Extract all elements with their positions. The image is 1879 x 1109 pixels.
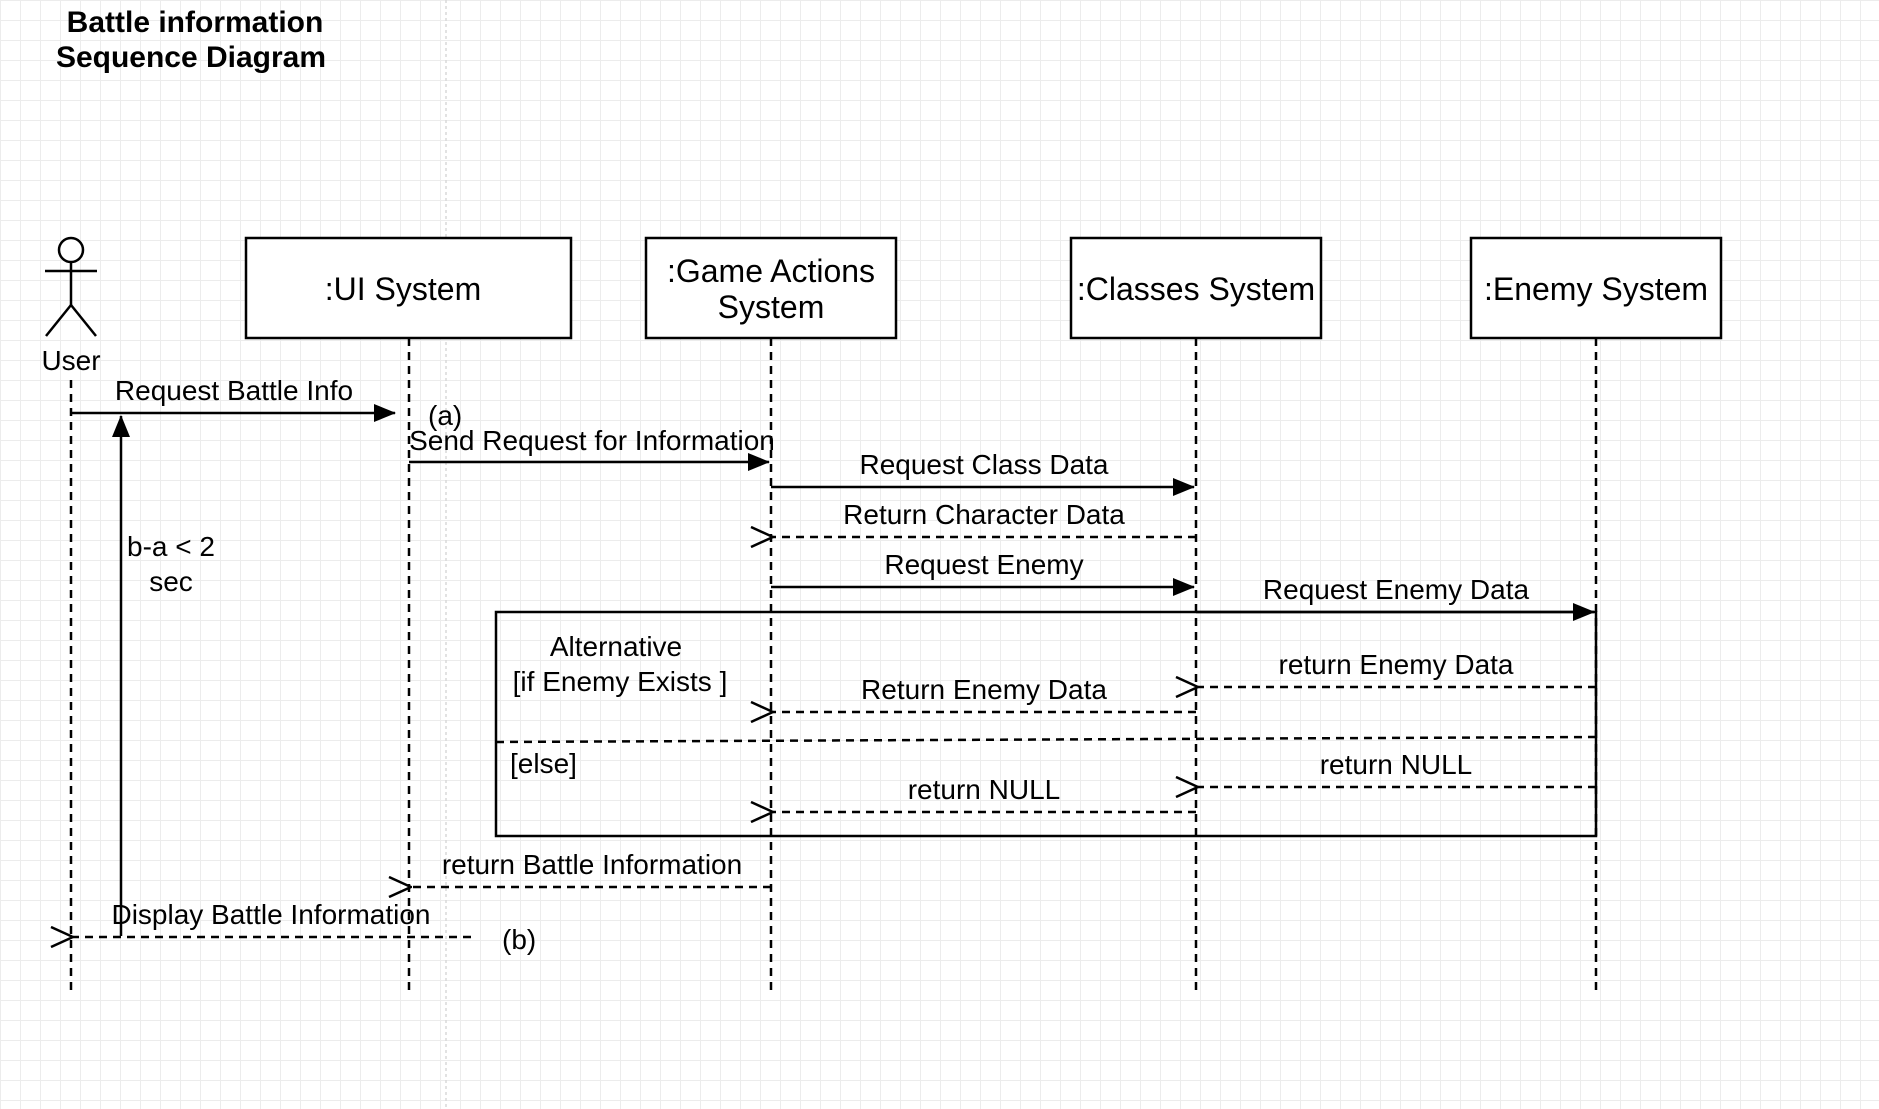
actor-user[interactable]: User bbox=[41, 236, 101, 376]
message-request-enemy-data[interactable]: Request Enemy Data bbox=[1196, 574, 1595, 621]
message-request-enemy[interactable]: Request Enemy bbox=[771, 549, 1195, 596]
title-line-1: Battle information bbox=[67, 6, 324, 39]
message-return-enemy-data-from-classes[interactable]: Return Enemy Data bbox=[773, 674, 1196, 712]
participant-game-actions-system[interactable]: :Game Actions System bbox=[644, 236, 898, 340]
participant-box bbox=[1469, 236, 1723, 340]
message-label: return NULL bbox=[908, 774, 1061, 805]
message-label: Return Enemy Data bbox=[861, 674, 1107, 705]
participant-label-line-2: System bbox=[718, 289, 825, 325]
participant-classes-system[interactable]: :Classes System bbox=[1069, 236, 1323, 340]
message-label: Request Enemy Data bbox=[1263, 574, 1530, 605]
timing-mark-a: (a) bbox=[428, 400, 462, 431]
message-label: return Battle Information bbox=[442, 849, 742, 880]
participant-box bbox=[1069, 236, 1323, 340]
message-return-character-data[interactable]: Return Character Data bbox=[773, 499, 1196, 537]
message-label: Request Enemy bbox=[884, 549, 1083, 580]
message-label: Request Battle Info bbox=[115, 375, 353, 406]
alt-fragment-operator: Alternative bbox=[550, 631, 682, 662]
message-request-class-data[interactable]: Request Class Data bbox=[771, 449, 1195, 496]
timing-constraint-line-1: b-a < 2 bbox=[127, 531, 215, 562]
message-label: Return Character Data bbox=[843, 499, 1125, 530]
participant-label: :Enemy System bbox=[1484, 271, 1708, 307]
timing-constraint: b-a < 2 sec bbox=[112, 415, 215, 936]
message-return-battle-information[interactable]: return Battle Information bbox=[411, 849, 771, 887]
timing-constraint-line-2: sec bbox=[149, 566, 193, 597]
actor-right-leg bbox=[70, 304, 97, 337]
alt-fragment-separator bbox=[495, 735, 1597, 744]
actor-head bbox=[57, 236, 85, 264]
title-line-2: Sequence Diagram bbox=[56, 41, 326, 74]
alt-fragment-guard-else: [else] bbox=[510, 748, 577, 779]
diagram-title: Battle information Sequence Diagram bbox=[56, 6, 326, 74]
participant-enemy-system[interactable]: :Enemy System bbox=[1469, 236, 1723, 340]
message-label: return Enemy Data bbox=[1279, 649, 1514, 680]
alt-fragment: Alternative [if Enemy Exists ] [else] bbox=[494, 610, 1598, 838]
message-label: Send Request for Information bbox=[409, 425, 775, 456]
message-request-battle-info[interactable]: Request Battle Info bbox=[71, 375, 396, 422]
message-return-enemy-data-from-enemy[interactable]: return Enemy Data bbox=[1198, 649, 1596, 687]
alt-fragment-frame bbox=[494, 610, 1598, 838]
message-display-battle-information[interactable]: Display Battle Information bbox=[73, 899, 471, 937]
participant-label: :UI System bbox=[325, 271, 481, 307]
actor-left-leg bbox=[45, 304, 72, 337]
message-return-null-from-enemy[interactable]: return NULL bbox=[1198, 749, 1596, 787]
message-label: Request Class Data bbox=[859, 449, 1108, 480]
participant-box bbox=[244, 236, 573, 340]
message-send-request[interactable]: Send Request for Information bbox=[409, 425, 775, 471]
participant-label-line-1: :Game Actions bbox=[667, 253, 875, 289]
message-return-null-from-classes[interactable]: return NULL bbox=[773, 774, 1196, 812]
alt-fragment-guard-if: [if Enemy Exists ] bbox=[513, 666, 728, 697]
participant-label: :Classes System bbox=[1077, 271, 1315, 307]
actor-user-label: User bbox=[41, 345, 100, 376]
message-label: Display Battle Information bbox=[111, 899, 430, 930]
participant-ui-system[interactable]: :UI System bbox=[244, 236, 573, 340]
message-label: return NULL bbox=[1320, 749, 1473, 780]
timing-mark-b: (b) bbox=[502, 924, 536, 955]
